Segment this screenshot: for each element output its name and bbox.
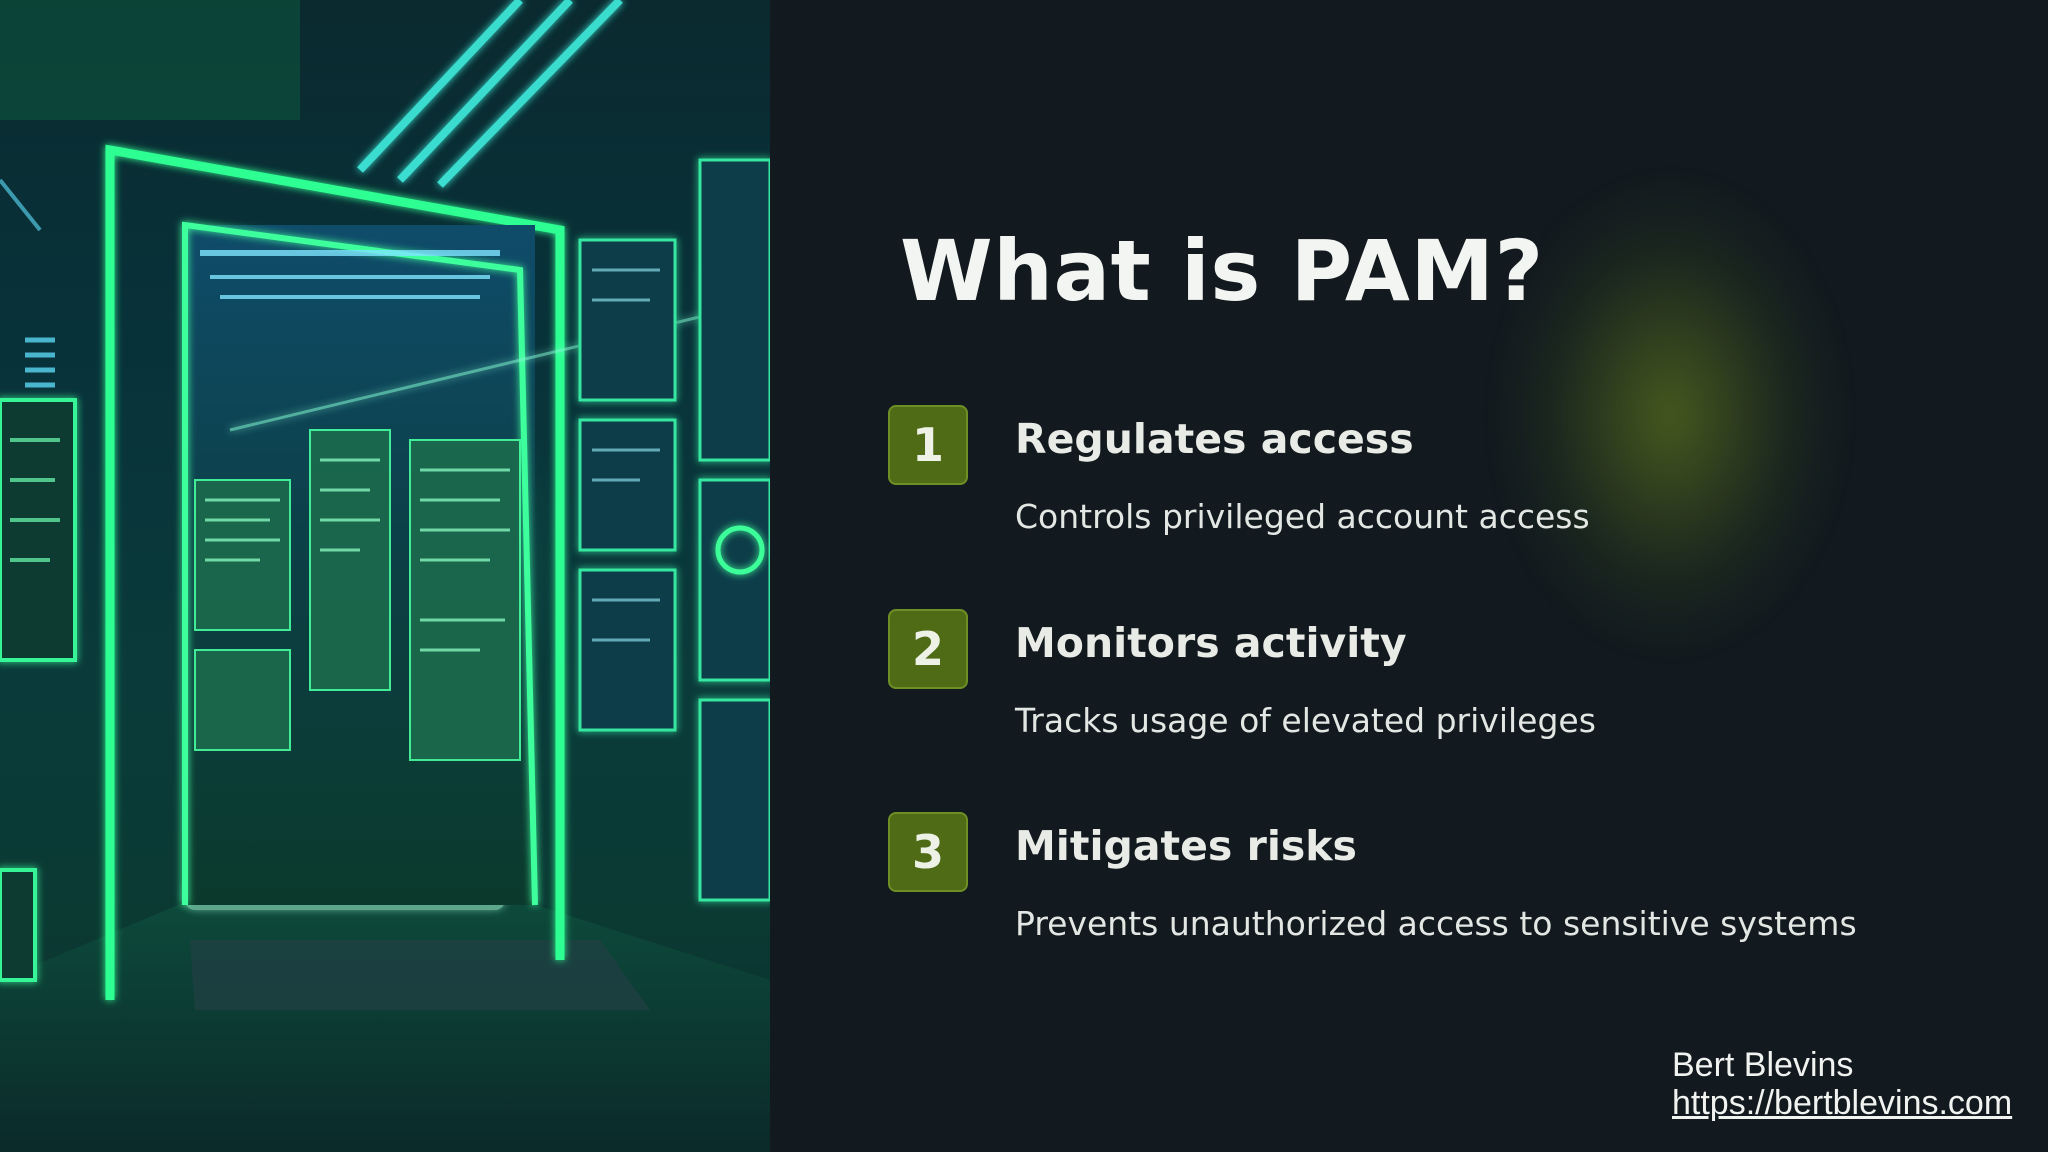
list-item: 2 Monitors activity Tracks usage of elev… [888, 609, 1888, 769]
item-title: Mitigates risks [1015, 822, 1357, 870]
item-title: Monitors activity [1015, 619, 1407, 667]
number-badge: 2 [888, 609, 968, 689]
server-room-illustration [0, 0, 770, 1152]
list-item: 3 Mitigates risks Prevents unauthorized … [888, 812, 1888, 972]
author-name: Bert Blevins [1672, 1046, 1854, 1084]
item-description: Controls privileged account access [1015, 497, 1590, 536]
item-description: Tracks usage of elevated privileges [1015, 701, 1596, 740]
author-website-link[interactable]: https://bertblevins.com [1672, 1084, 2013, 1122]
number-badge: 3 [888, 812, 968, 892]
number-badge: 1 [888, 405, 968, 485]
item-description: Prevents unauthorized access to sensitiv… [1015, 904, 1857, 943]
background-glow [1400, 100, 1940, 800]
slide-title: What is PAM? [900, 222, 1544, 320]
item-title: Regulates access [1015, 415, 1414, 463]
list-item: 1 Regulates access Controls privileged a… [888, 405, 1888, 565]
